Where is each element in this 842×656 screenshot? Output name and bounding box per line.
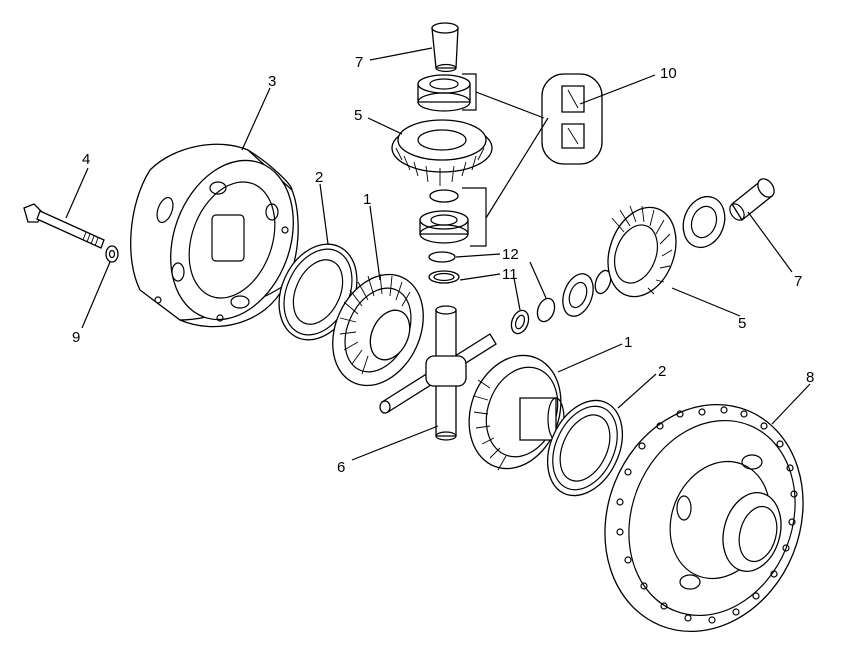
label-bearing-callout: 10 (660, 65, 677, 82)
label-pin-right: 7 (794, 273, 802, 290)
pin-right (729, 178, 775, 221)
thrust-washer-front (546, 399, 624, 497)
label-thrust-washer-left: 2 (315, 169, 323, 186)
tapered-bearing-lower (419, 210, 469, 244)
flange-bolt-holes (616, 406, 798, 624)
shim-right (536, 297, 556, 323)
label-housing: 3 (268, 73, 276, 90)
label-shim: 12 (502, 246, 519, 263)
label-carrier-flange: 8 (806, 369, 814, 386)
label-side-gear-right: 5 (738, 315, 746, 332)
label-side-gear-front: 1 (624, 334, 632, 351)
label-side-gear-top: 5 (354, 107, 362, 124)
spacer-ring (429, 189, 459, 203)
tapered-bearing-right-inner (562, 273, 594, 317)
spacer-right (594, 269, 612, 295)
leader-lines (65, 47, 811, 461)
side-gear-top (391, 119, 493, 186)
label-cross-shaft: 6 (337, 459, 345, 476)
cross-shaft (379, 305, 497, 441)
snap-ring-right (510, 309, 530, 335)
label-washer: 9 (72, 329, 80, 346)
tapered-bearing-upper (417, 74, 471, 112)
bearing-detail-callout (541, 73, 603, 165)
label-pin-top: 7 (355, 54, 363, 71)
washer-9 (105, 245, 119, 263)
label-snap-ring: 11 (502, 266, 518, 283)
label-thrust-washer-front: 2 (658, 363, 666, 380)
shim-12 (428, 251, 456, 263)
carrier-flange (604, 403, 804, 633)
label-side-gear-left: 1 (363, 191, 371, 208)
differential-housing (130, 143, 299, 328)
side-gear-front (468, 354, 565, 471)
snap-ring-11 (428, 270, 460, 284)
pin-top (431, 22, 459, 73)
thrust-washer-left (278, 243, 358, 341)
bolt (23, 203, 105, 249)
tapered-bearing-right-outer (682, 195, 726, 249)
callout-labels: 7 10 3 5 4 2 1 12 11 7 9 5 1 2 8 6 (72, 54, 814, 476)
side-gear-right (607, 205, 677, 298)
label-bolt: 4 (82, 151, 90, 168)
side-gear-left (332, 273, 424, 387)
